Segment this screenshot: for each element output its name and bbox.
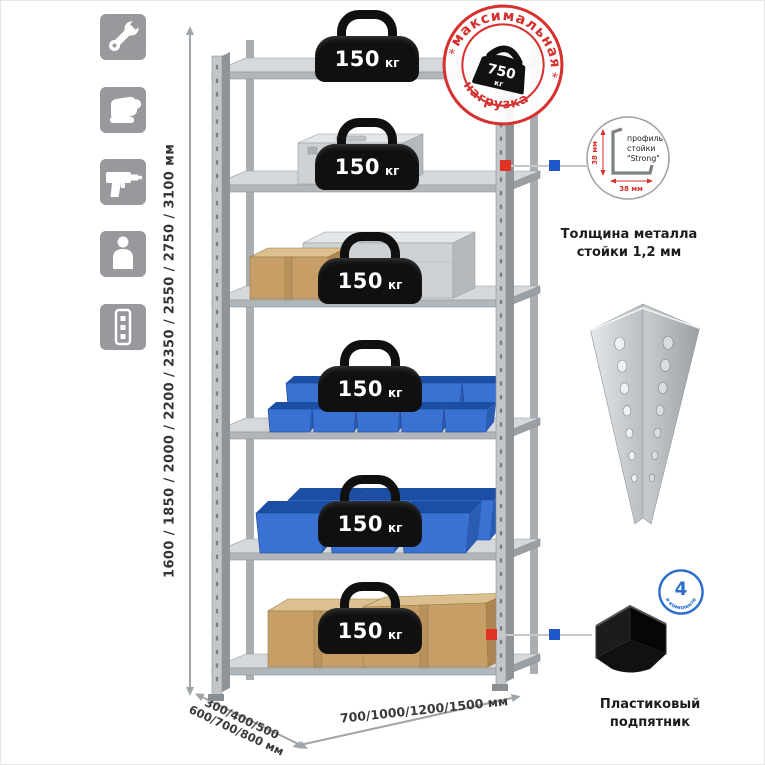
weight-value: 150 bbox=[337, 619, 383, 643]
rack-front-right-post bbox=[492, 42, 514, 691]
weight-body: 150 кг bbox=[318, 608, 422, 654]
profile-label-3: "Strong" bbox=[627, 154, 660, 163]
profile-caption-line1: Толщина металла bbox=[560, 227, 698, 242]
bottom-red-marker bbox=[486, 629, 497, 640]
profile-label-1: профиль bbox=[627, 134, 664, 143]
stamp-unit: кг bbox=[493, 78, 504, 89]
drill-icon bbox=[100, 159, 146, 205]
weight-body: 150 кг bbox=[315, 36, 419, 82]
height-dimension-label: 1600 / 1850 / 2000 / 2200 / 2350 / 2550 … bbox=[162, 143, 178, 579]
upright-post-image bbox=[590, 303, 700, 525]
stamp-ornament-right: * bbox=[549, 70, 559, 86]
max-load-stamp: максимальная нагрузка * * 750 кг bbox=[427, 0, 578, 141]
weight-value: 150 bbox=[334, 47, 380, 71]
weight-value: 150 bbox=[337, 269, 383, 293]
top-callout-line bbox=[505, 165, 589, 167]
badge-number: 4 bbox=[675, 579, 688, 600]
top-blue-marker bbox=[549, 160, 560, 171]
post-holes-right bbox=[649, 335, 674, 483]
stamp-value: 750 bbox=[486, 61, 517, 83]
weight-unit: кг bbox=[387, 627, 403, 642]
weight-handle bbox=[340, 232, 400, 265]
profile-dim-horizontal-line bbox=[610, 178, 653, 184]
drill-icon-glyph bbox=[106, 172, 142, 197]
stamp-weight-icon bbox=[472, 45, 526, 95]
weight-handle bbox=[340, 582, 400, 615]
foot-caption-line2: подпятник bbox=[609, 715, 691, 730]
bottom-callout-line bbox=[492, 634, 592, 636]
post-profile-icon bbox=[100, 304, 146, 350]
profile-callout: 38 мм 38 мм профиль стойки "Strong" bbox=[585, 115, 671, 201]
shelf-load-weight-2: 150 кг bbox=[315, 118, 419, 190]
gloves-icon bbox=[100, 87, 146, 133]
height-dimension-line bbox=[186, 26, 194, 696]
weight-handle bbox=[340, 475, 400, 508]
weight-body: 150 кг bbox=[315, 144, 419, 190]
weight-value: 150 bbox=[337, 512, 383, 536]
gloves-icon-glyph bbox=[110, 96, 142, 123]
rack-back-left-post bbox=[246, 40, 254, 680]
person-icon-glyph bbox=[113, 236, 133, 269]
profile-caption-line2: стойки 1,2 мм bbox=[576, 245, 682, 260]
weight-value: 150 bbox=[334, 155, 380, 179]
shelf-load-weight-5: 150 кг bbox=[318, 475, 422, 547]
profile-section-drawing bbox=[611, 127, 654, 175]
top-red-marker bbox=[500, 160, 511, 171]
shelf-load-weight-1: 150 кг bbox=[315, 10, 419, 82]
stamp-ornament-left: * bbox=[446, 47, 456, 63]
profile-dim-vertical-line bbox=[600, 129, 606, 176]
wrench-icon-glyph bbox=[109, 17, 143, 51]
weight-handle bbox=[337, 10, 397, 43]
shelf-load-weight-4: 150 кг bbox=[318, 340, 422, 412]
person-icon bbox=[100, 231, 146, 277]
shelf-load-weight-6: 150 кг bbox=[318, 582, 422, 654]
weight-unit: кг bbox=[384, 55, 400, 70]
shelf-load-weight-3: 150 кг bbox=[318, 232, 422, 304]
wrench-icon bbox=[100, 14, 146, 60]
profile-caption: Толщина металла стойки 1,2 мм bbox=[556, 226, 702, 262]
weight-unit: кг bbox=[387, 385, 403, 400]
weight-value: 150 bbox=[337, 377, 383, 401]
weight-body: 150 кг bbox=[318, 258, 422, 304]
foot-caption-line1: Пластиковый bbox=[599, 697, 701, 712]
profile-dim-vertical-label: 38 мм bbox=[591, 141, 599, 165]
profile-label-2: стойки bbox=[627, 144, 655, 153]
bottom-blue-marker bbox=[549, 629, 560, 640]
weight-body: 150 кг bbox=[318, 501, 422, 547]
post-profile-icon-glyph bbox=[114, 308, 132, 346]
foot-caption: Пластиковый подпятник bbox=[570, 696, 730, 732]
weight-handle bbox=[340, 340, 400, 373]
weight-unit: кг bbox=[387, 520, 403, 535]
included-count-badge: 4 в комплекте bbox=[657, 568, 705, 616]
rack-front-left-post bbox=[208, 52, 230, 701]
plastic-foot-image bbox=[595, 604, 667, 673]
weight-handle bbox=[337, 118, 397, 151]
weight-unit: кг bbox=[387, 277, 403, 292]
rack-back-right-post bbox=[530, 34, 538, 674]
profile-dim-horizontal-label: 38 мм bbox=[619, 185, 643, 193]
post-holes-left bbox=[614, 336, 638, 483]
weight-body: 150 кг bbox=[318, 366, 422, 412]
weight-unit: кг bbox=[384, 163, 400, 178]
